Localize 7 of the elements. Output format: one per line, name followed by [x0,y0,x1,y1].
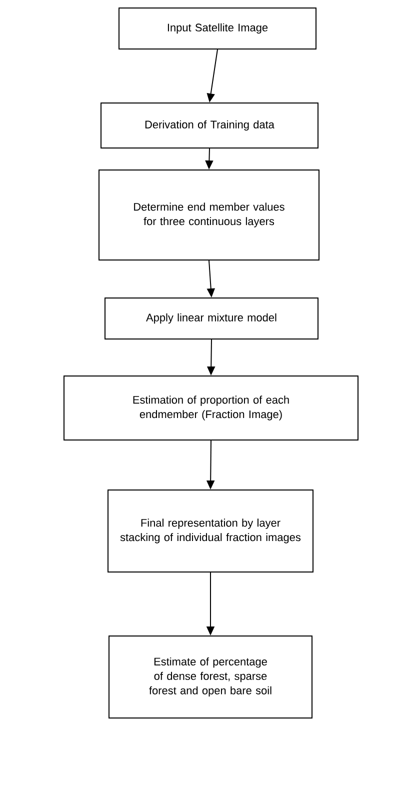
process-box: Derivation of Training data [100,102,318,148]
process-box: Estimate of percentage of dense forest, sparse forest and open bare soil [108,636,312,718]
process-box: Final representation by layer stacking of individual fraction images [108,490,314,572]
process-box: Determine end member values for three continuous layers [98,170,320,260]
process-box: Apply linear mixture model [104,298,318,340]
process-box: Estimation of proportion of each endmember (Fraction Image) [64,376,358,440]
process-box: Input Satellite Image [118,8,316,50]
